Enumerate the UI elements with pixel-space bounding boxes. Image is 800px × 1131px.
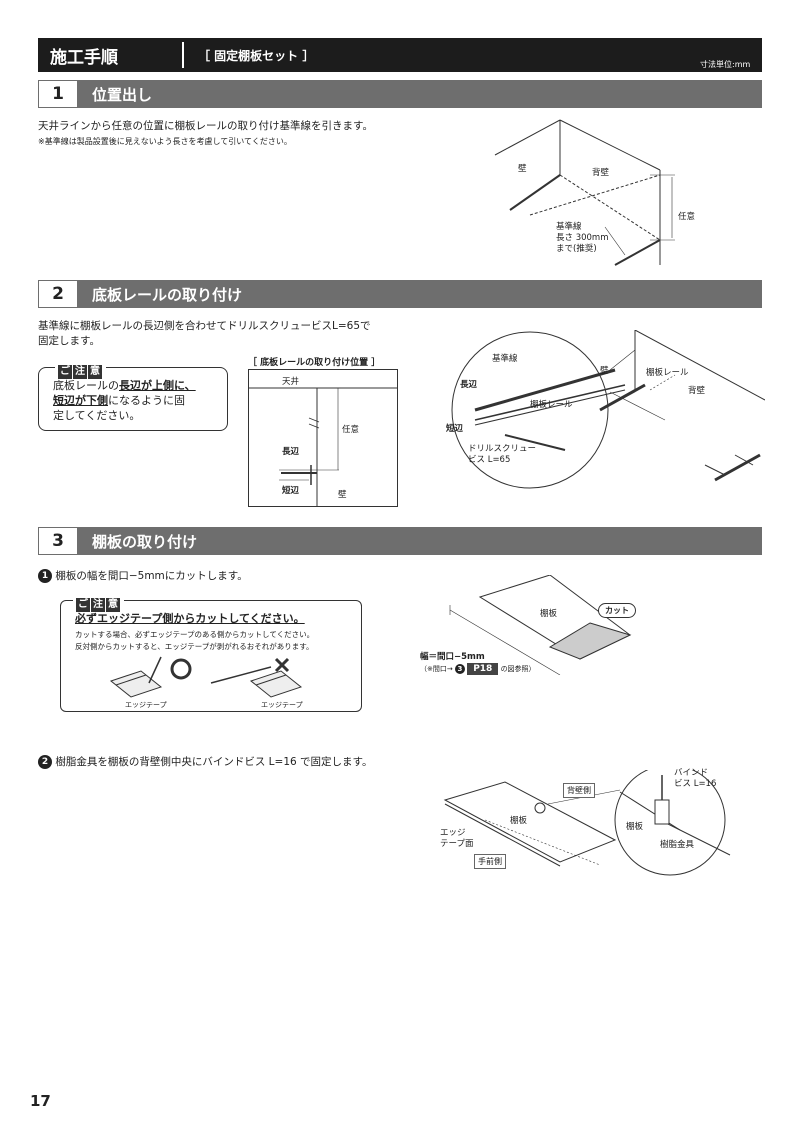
section-header-2: 2 底板レールの取り付け (38, 280, 762, 308)
section-title: 底板レールの取り付け (92, 286, 243, 304)
fitting-board-label: 棚板 (510, 816, 528, 826)
edge-tape-label-2: エッジテープ (261, 701, 303, 709)
edge-tape-face-1: エッジ (440, 828, 466, 838)
section-title: 棚板の取り付け (92, 533, 198, 551)
resin-fitting-label: 樹脂金具 (660, 840, 695, 850)
unit-label: 寸法単位:mm (700, 60, 751, 69)
caution-badge: ご注意 (55, 359, 106, 379)
pos-label-wall: 壁 (338, 490, 347, 500)
header-title: 施工手順 (50, 48, 118, 68)
label-ref-recommend: まで(推奨) (556, 244, 597, 254)
detail-label-long: 長辺 (460, 380, 478, 390)
edge-tape-face-2: テープ面 (440, 839, 474, 849)
fitting-diagram (443, 770, 731, 876)
step1-note: ※基準線は製品設置後に見えないよう長さを考慮して引いてください。 (38, 137, 292, 146)
position-diagram (249, 387, 397, 506)
page-number: 17 (30, 1092, 51, 1110)
section-header-3: 3 棚板の取り付け (38, 527, 762, 555)
header-subtitle: ［ 固定棚板セット ］ (198, 49, 315, 63)
sub-step-number: 1 (38, 569, 52, 583)
step1-diagram (494, 119, 675, 266)
cut-illustration (109, 656, 303, 698)
label-ref-length: 長さ 300mm (556, 233, 609, 243)
edge-tape-label-1: エッジテープ (125, 701, 167, 709)
pos-label-any: 任意 (342, 425, 360, 435)
width-label: 幅＝間口−5mm (420, 652, 485, 662)
pos-label-short: 短辺 (282, 486, 300, 496)
section-number: 1 (38, 80, 78, 108)
step1-text: 天井ラインから任意の位置に棚板レールの取り付け基準線を引きます。 (38, 120, 373, 132)
label-back-wall: 背壁 (592, 168, 610, 178)
bind-screw-label-2: ビス L=16 (674, 779, 717, 789)
section-header-1: 1 位置出し (38, 80, 762, 108)
caution-line-1: カットする場合、必ずエッジテープのある側からカットしてください。 (75, 630, 315, 639)
step2-detail-diagram (451, 330, 765, 489)
position-title: ［ 底板レールの取り付け位置 ］ (248, 358, 381, 368)
section-title: 位置出し (92, 86, 153, 104)
detail-label-rail: 棚板レール (530, 400, 573, 410)
caution-text: 底板レールの長辺が上側に、 短辺が下側になるように固 定してください。 (53, 379, 196, 422)
bind-screw-label-1: バインド (674, 768, 709, 778)
caution-badge: ご注意 (73, 592, 124, 612)
page-ref: （※間口→ 3 P18 の図参照） (420, 663, 536, 675)
cut-board-diagram (449, 575, 632, 675)
label-ref-line: 基準線 (556, 222, 582, 232)
detail-label-short: 短辺 (446, 424, 464, 434)
page-ref-badge[interactable]: P18 (467, 663, 499, 675)
step2-text-2: 固定します。 (38, 335, 100, 347)
label-wall: 壁 (518, 164, 527, 174)
caution-heading: 必ずエッジテープ側からカットしてください。 (75, 612, 305, 625)
caution-box-2: ご注意 底板レールの長辺が上側に、 短辺が下側になるように固 定してください。 (38, 359, 228, 431)
detail-board-label: 棚板 (626, 822, 644, 832)
sub-step-number: 2 (38, 755, 52, 769)
board-label: 棚板 (540, 609, 558, 619)
room-label-wall: 壁 (600, 366, 609, 376)
room-label-back-wall: 背壁 (688, 386, 706, 396)
header-bar: 施工手順 ［ 固定棚板セット ］ (38, 38, 762, 72)
step2-text-1: 基準線に棚板レールの長辺側を合わせてドリルスクリュービスL=65で (38, 320, 371, 332)
pos-label-ceiling: 天井 (282, 377, 300, 387)
pos-label-long: 長辺 (282, 447, 300, 457)
detail-label-screw2: ビス L=65 (468, 455, 511, 465)
detail-label-screw1: ドリルスクリュー (468, 444, 537, 454)
front-side-label: 手前側 (474, 854, 506, 869)
caution-box-3: ご注意 必ずエッジテープ側からカットしてください。 カットする場合、必ずエッジテ… (60, 592, 362, 712)
section-number: 3 (38, 527, 78, 555)
step3-sub2: 2 樹脂金具を棚板の背壁側中央にバインドビス L=16 で固定します。 (38, 754, 372, 769)
back-side-label: 背壁側 (563, 783, 595, 798)
section-number: 2 (38, 280, 78, 308)
cut-label: カット (598, 603, 636, 618)
header-separator (182, 42, 184, 68)
position-diagram-box (248, 369, 398, 507)
step3-sub1: 1 棚板の幅を間口−5mmにカットします。 (38, 568, 248, 583)
label-any: 任意 (678, 212, 696, 222)
room-label-rail: 棚板レール (646, 368, 689, 378)
detail-label-ref: 基準線 (492, 354, 518, 364)
caution-line-2: 反対側からカットすると、エッジテープが剥がれるおそれがあります。 (75, 642, 314, 651)
